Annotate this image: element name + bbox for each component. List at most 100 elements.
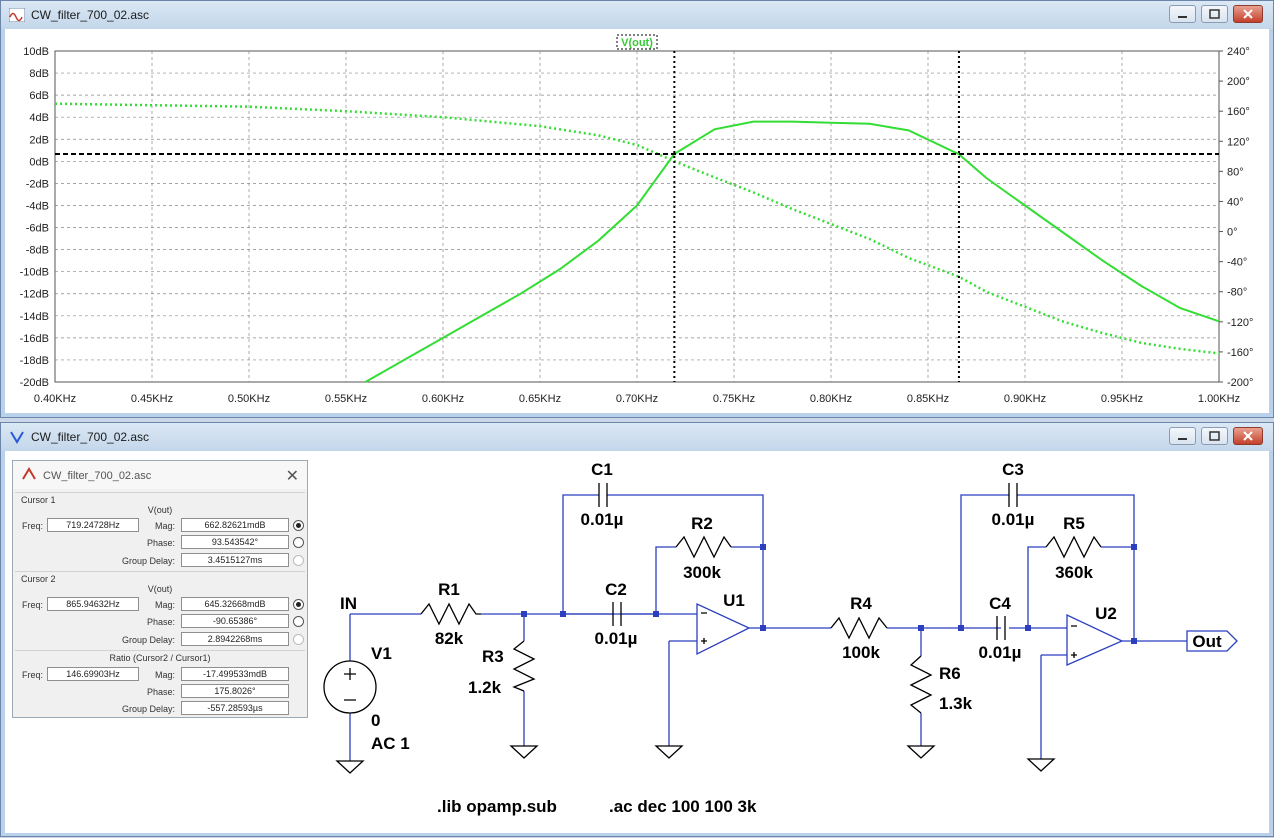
c2-value[interactable]: 0.01µ [595,629,638,648]
y-right-tick-label: -160° [1227,347,1253,359]
cursor2-gd-radio[interactable] [293,634,304,645]
x-tick-label: 0.75KHz [713,393,755,405]
ratio-group: Ratio (Cursor2 / Cursor1) Freq: 146.6990… [15,650,305,717]
y-left-tick-label: -2dB [26,178,49,190]
cursor1-signal: V(out) [147,505,173,515]
u2-label[interactable]: U2 [1095,604,1117,623]
cursor1-phase-field: 93.543542° [181,535,289,549]
freq-label: Freq: [21,670,43,680]
r5-label[interactable]: R5 [1063,514,1085,533]
y-right-tick-label: 120° [1227,136,1250,148]
close-button[interactable] [1233,5,1263,23]
c1-value[interactable]: 0.01µ [581,510,624,529]
y-right-tick-label: -120° [1227,317,1253,329]
schematic-drawing[interactable]: C1 0.01µ R2 300k C3 0.01µ R5 360k IN R1 … [5,451,1269,833]
restore-button[interactable] [1201,427,1228,445]
cursor1-group: Cursor 1 V(out) Freq: 719.24728Hz Mag: 6… [15,492,305,573]
schematic-titlebar[interactable]: CW_filter_700_02.asc [1,423,1273,451]
v1-ac-value[interactable]: AC 1 [371,734,410,753]
cursor2-mag-field: 645.32668mdB [181,597,289,611]
cursor-panel-titlebar[interactable]: CW_filter_700_02.asc ✕ [13,461,307,489]
cursor1-gd-radio[interactable] [293,555,304,566]
group-delay-label: Group Delay: [121,635,175,645]
u1-label[interactable]: U1 [723,591,745,610]
cursor2-phase-field: -90.65386° [181,614,289,628]
r3-label[interactable]: R3 [482,647,504,666]
y-right-tick-label: -40° [1227,257,1247,269]
ac-directive[interactable]: .ac dec 100 100 3k [609,797,757,816]
r1-label[interactable]: R1 [438,580,460,599]
y-left-tick-label: -14dB [20,311,49,323]
c2-label[interactable]: C2 [605,580,627,599]
waveform-titlebar[interactable]: CW_filter_700_02.asc [1,1,1273,29]
r4-value[interactable]: 100k [842,643,880,662]
out-port-label[interactable]: Out [1192,632,1222,651]
cursor2-freq-field[interactable]: 865.94632Hz [47,597,139,611]
cursor2-gd-field: 2.8942268ms [181,632,289,646]
freq-label: Freq: [21,521,43,531]
mag-label: Mag: [154,521,175,531]
ratio-heading: Ratio (Cursor2 / Cursor1) [109,653,211,663]
bode-plot[interactable]: 10dB8dB6dB4dB2dB0dB-2dB-4dB-6dB-8dB-10dB… [5,29,1269,413]
y-right-tick-label: 0° [1227,227,1238,239]
r5-value[interactable]: 360k [1055,563,1093,582]
cursor1-phase-radio[interactable] [293,537,304,548]
lib-directive[interactable]: .lib opamp.sub [437,797,557,816]
in-net-label[interactable]: IN [340,594,357,613]
cursor1-freq-field[interactable]: 719.24728Hz [47,518,139,532]
y-left-tick-label: 2dB [29,134,49,146]
cursor2-signal: V(out) [147,584,173,594]
r6-value[interactable]: 1.3k [939,694,973,713]
close-button[interactable] [1233,427,1263,445]
schematic-app-icon [10,431,24,444]
v1-label[interactable]: V1 [371,644,392,663]
y-right-tick-label: 40° [1227,196,1244,208]
cursor2-heading: Cursor 2 [21,574,56,584]
minimize-button[interactable] [1169,5,1196,23]
c4-label[interactable]: C4 [989,594,1011,613]
r2-value[interactable]: 300k [683,563,721,582]
x-tick-label: 0.95KHz [1101,393,1143,405]
cursor1-mag-field: 662.82621mdB [181,518,289,532]
trace-legend[interactable]: V(out) [616,34,658,50]
x-tick-label: 0.80KHz [810,393,852,405]
r4-label[interactable]: R4 [850,594,872,613]
phase-label: Phase: [146,687,175,697]
y-right-tick-label: -200° [1227,377,1253,389]
cursor-panel: CW_filter_700_02.asc ✕ Cursor 1 V(out) F… [12,460,308,718]
x-tick-label: 0.50KHz [228,393,270,405]
phase-label: Phase: [146,617,175,627]
mag-label: Mag: [154,600,175,610]
restore-button[interactable] [1201,5,1228,23]
y-right-tick-label: 80° [1227,166,1244,178]
v1-dc-value[interactable]: 0 [371,711,380,730]
r1-value[interactable]: 82k [435,629,464,648]
y-left-tick-label: -16dB [20,333,49,345]
x-tick-label: 0.70KHz [616,393,658,405]
x-tick-label: 0.90KHz [1004,393,1046,405]
y-left-tick-label: -10dB [20,267,49,279]
y-right-tick-label: 200° [1227,76,1250,88]
cursor1-gd-field: 3.4515127ms [181,553,289,567]
r6-label[interactable]: R6 [939,664,961,683]
cursor2-mag-radio[interactable] [293,599,304,610]
cursor2-phase-radio[interactable] [293,616,304,627]
ratio-mag-field: -17.499533mdB [181,667,289,681]
r2-label[interactable]: R2 [691,514,713,533]
c3-label[interactable]: C3 [1002,460,1024,479]
close-icon[interactable]: ✕ [285,468,299,485]
c3-value[interactable]: 0.01µ [992,510,1035,529]
r3-value[interactable]: 1.2k [468,678,502,697]
c1-label[interactable]: C1 [591,460,613,479]
ratio-phase-field: 175.8026° [181,684,289,698]
c4-value[interactable]: 0.01µ [979,643,1022,662]
ltspice-icon [22,467,36,480]
group-delay-label: Group Delay: [121,704,175,714]
cursor1-mag-radio[interactable] [293,520,304,531]
minimize-button[interactable] [1169,427,1196,445]
y-left-tick-label: 10dB [23,46,49,58]
group-delay-label: Group Delay: [121,556,175,566]
y-left-tick-label: -18dB [20,355,49,367]
ratio-freq-field: 146.69903Hz [47,667,139,681]
